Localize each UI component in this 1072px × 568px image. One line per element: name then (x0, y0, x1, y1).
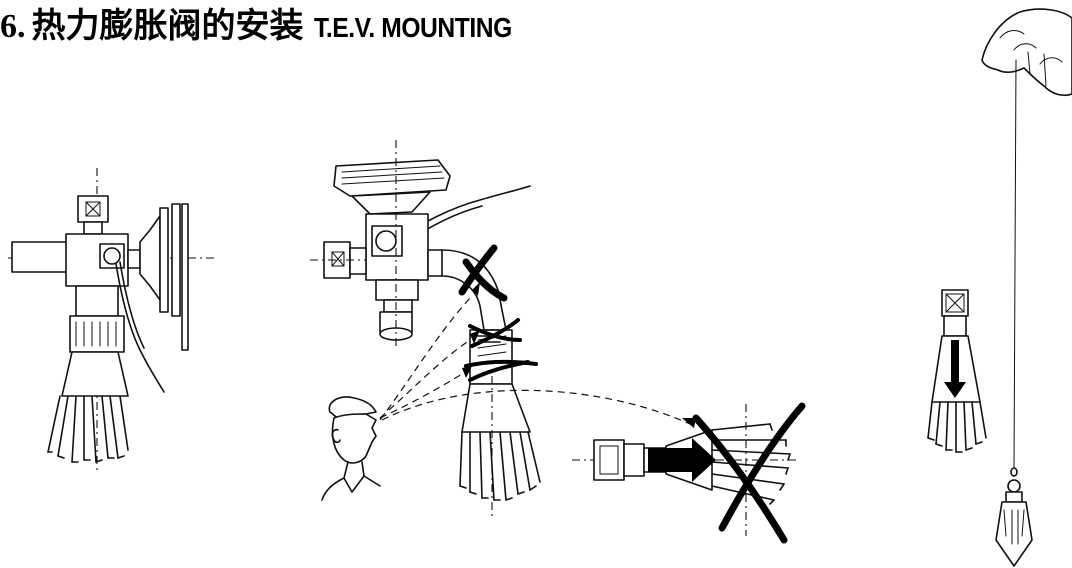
plumb-line (981, 8, 1072, 567)
title-chinese: 热力膨胀阀的安装 (31, 6, 304, 46)
observer-figure (321, 396, 381, 501)
section-number: 6. (0, 8, 26, 45)
horizontal-distributor-view (572, 402, 806, 544)
vertical-distributor-view (927, 289, 987, 453)
valve-orientation-view (310, 140, 696, 520)
page-title: 6.热力膨胀阀的安装 T.E.V. MOUNTING (0, 6, 538, 46)
title-english: T.E.V. MOUNTING (313, 12, 512, 43)
valve-side-view (8, 168, 215, 470)
